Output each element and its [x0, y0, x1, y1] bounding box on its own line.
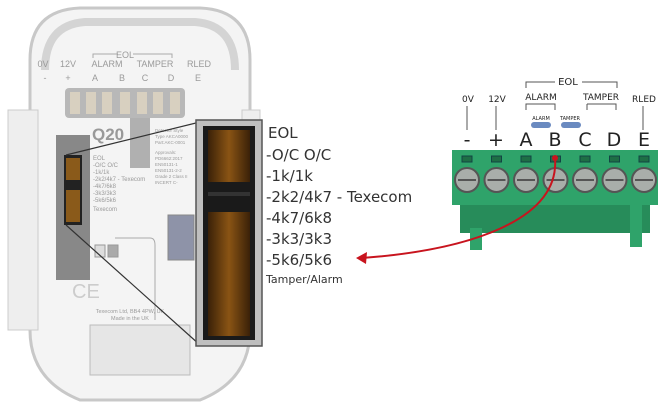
terminal-slot	[520, 155, 532, 163]
device-footer: Texecom Ltd, BB4 4PW, UK Made in the UK	[96, 309, 165, 322]
terminal-slot	[609, 155, 620, 163]
wire-end-b	[552, 155, 558, 161]
spec-line: Type AKCA0000	[155, 134, 189, 139]
tb-0v-label: 0V	[462, 95, 475, 105]
terminal-minus: -	[464, 129, 471, 151]
device-eol-list: EOL -O/C O/C -1k/1k -2k2/4k7 - Texecom -…	[93, 156, 145, 213]
terminal-block-labels: EOL 0V 12V ALARM TAMPER RLED ALARM TAMPE…	[462, 77, 656, 130]
eol-item: -3k3/3k3	[93, 191, 117, 197]
detector-housing	[7, 6, 261, 402]
texecom-small: Texecom	[93, 207, 117, 213]
callout-line: -5k6/5k6	[266, 251, 332, 269]
terminal-slot	[461, 155, 473, 163]
tb-alarm-label: ALARM	[525, 93, 557, 103]
terminal-plus: +	[488, 129, 504, 151]
footer-line: Texecom Ltd, BB4 4PW, UK	[96, 309, 165, 315]
zoom-line-bottom	[65, 224, 201, 346]
device-tamper-label: TAMPER	[137, 59, 174, 69]
spec-line: EN50131-1	[155, 162, 178, 167]
tb-eol-label: EOL	[558, 77, 578, 88]
device-terminal-labels: EOL 0V 12V ALARM TAMPER RLED - + A B C D…	[37, 50, 211, 83]
callout-line: -1k/1k	[266, 167, 313, 185]
device-12v-label: 12V	[60, 59, 76, 69]
tb-rled-label: RLED	[632, 95, 656, 105]
terminal-slot	[638, 155, 650, 163]
eol-callout-list: EOL -O/C O/C -1k/1k -2k2/4k7 - Texecom -…	[265, 124, 412, 286]
device-plus: +	[65, 73, 70, 83]
resistor-tamper-label: TAMPER	[559, 116, 581, 122]
terminal-slot	[579, 155, 591, 163]
tamper-resistor	[561, 122, 581, 128]
callout-line: -4k7/6k8	[266, 209, 332, 227]
callout-line: -3k3/3k3	[266, 230, 332, 248]
eol-item: -1k/1k	[93, 170, 110, 176]
spec-label: Detector Style Type AKCA0000 Part:AKC-00…	[155, 128, 189, 185]
callout-line: EOL	[268, 124, 298, 142]
spec-line: PD6662:2017	[155, 156, 183, 161]
eol-item: -2k2/4k7 - Texecom	[93, 177, 145, 183]
device-e: E	[195, 73, 201, 83]
callout-line: -2k2/4k7 - Texecom	[266, 188, 412, 206]
terminal-e: E	[638, 129, 650, 151]
eol-item: -O/C O/C	[93, 163, 119, 169]
jumper-closeup	[195, 119, 263, 347]
terminal-b: B	[548, 129, 561, 151]
model-label: Q20	[92, 125, 124, 144]
eol-item: EOL	[93, 156, 106, 162]
device-eol-label: EOL	[116, 50, 134, 60]
terminal-c: C	[578, 129, 591, 151]
eol-item: -4k7/6k8	[93, 184, 117, 190]
spec-line: EN50131-2-2	[155, 168, 182, 173]
device-rled-label: RLED	[187, 59, 212, 69]
alarm-resistor	[531, 122, 551, 128]
terminal-slot	[491, 155, 502, 163]
device-a: A	[92, 73, 98, 83]
zoom-line-top	[65, 121, 201, 156]
wire-to-b	[361, 157, 557, 259]
device-d: D	[168, 73, 175, 83]
spec-line: Detector Style	[155, 128, 184, 133]
resistor-alarm-label: ALARM	[532, 116, 550, 122]
device-alarm-label: ALARM	[91, 59, 122, 69]
device-c: C	[142, 73, 149, 83]
arrow-head	[356, 252, 367, 264]
ce-mark: CE	[72, 281, 100, 303]
spec-line: Approvals:	[155, 150, 176, 155]
device-0v-label: 0V	[37, 59, 48, 69]
footer-line: Made in the UK	[111, 316, 149, 322]
spec-line: INCERT C-	[155, 180, 178, 185]
spec-line: Grade 2 Class II	[155, 174, 188, 179]
spec-line: Part:AKC-0001	[155, 140, 186, 145]
tb-12v-label: 12V	[488, 95, 506, 105]
eol-item: -5k6/5k6	[93, 198, 117, 204]
terminal-d: D	[607, 129, 622, 151]
terminal-letters: - + A B C D E	[464, 129, 650, 151]
device-minus: -	[44, 73, 47, 83]
device-b: B	[119, 73, 125, 83]
callout-line: -O/C O/C	[266, 146, 331, 164]
tb-tamper-label: TAMPER	[582, 93, 619, 103]
terminal-a: A	[520, 129, 533, 151]
callout-footer: Tamper/Alarm	[265, 273, 343, 286]
